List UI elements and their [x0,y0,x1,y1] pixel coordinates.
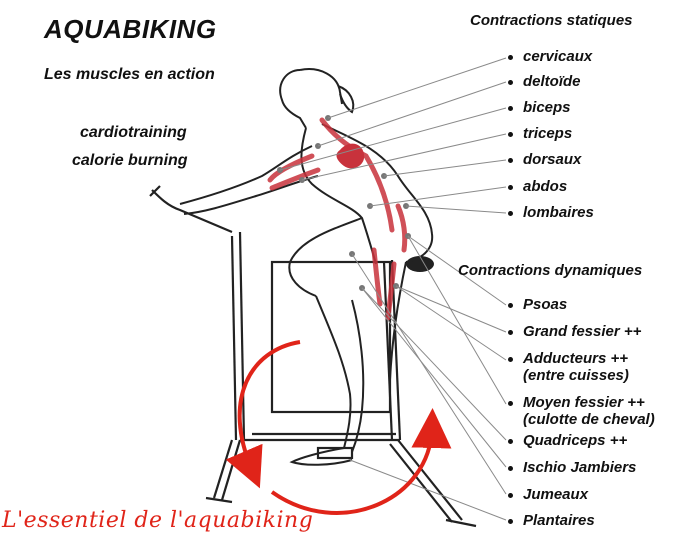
bullet-icon [508,518,513,524]
bullet-icon [508,465,513,471]
bike-seat [406,256,434,272]
static-item: cervicaux [508,48,592,65]
bullet-icon [508,105,513,111]
static-item: deltoïde [508,73,581,90]
bullet-icon [508,400,513,406]
bullet-icon [508,184,513,190]
static-item: biceps [508,99,571,116]
bullet-icon [508,356,513,362]
rider-outline [179,68,434,466]
bullet-icon [508,54,513,60]
leader-lines [279,57,507,521]
dynamic-item: Psoas [508,296,567,313]
heart-icon [336,143,365,169]
dynamic-item: Jumeaux [508,486,588,503]
dynamic-item: Plantaires [508,512,595,529]
bullet-icon [508,131,513,137]
bullet-icon [508,79,513,85]
footer-caption: L'essentiel de l'aquabiking [2,508,314,533]
static-heading: Contractions statiques [470,12,633,29]
static-item: lombaires [508,204,594,221]
tag-calorie-burning: calorie burning [72,152,188,169]
static-item: dorsaux [508,151,581,168]
bullet-icon [508,492,513,498]
page-title: AQUABIKING [44,14,217,44]
bullet-icon [508,210,513,216]
dynamic-item: Ischio Jambiers [508,459,636,476]
dynamic-item: Moyen fessier ++(culotte de cheval) [508,394,655,428]
rotation-arrow-left-icon [225,340,301,489]
rotation-arrow-right-icon [270,408,452,515]
static-item: abdos [508,178,567,195]
dynamic-item: Grand fessier ++ [508,323,641,340]
tag-cardiotraining: cardiotraining [80,124,187,141]
bullet-icon [508,329,513,335]
bullet-icon [508,438,513,444]
bike-frame [149,185,477,528]
bullet-icon [508,302,513,308]
bullet-icon [508,157,513,163]
static-item: triceps [508,125,572,142]
subtitle: Les muscles en action [44,66,215,83]
dynamic-item: Adducteurs ++(entre cuisses) [508,350,629,384]
dynamic-heading: Contractions dynamiques [458,262,643,279]
dynamic-item: Quadriceps ++ [508,432,627,449]
